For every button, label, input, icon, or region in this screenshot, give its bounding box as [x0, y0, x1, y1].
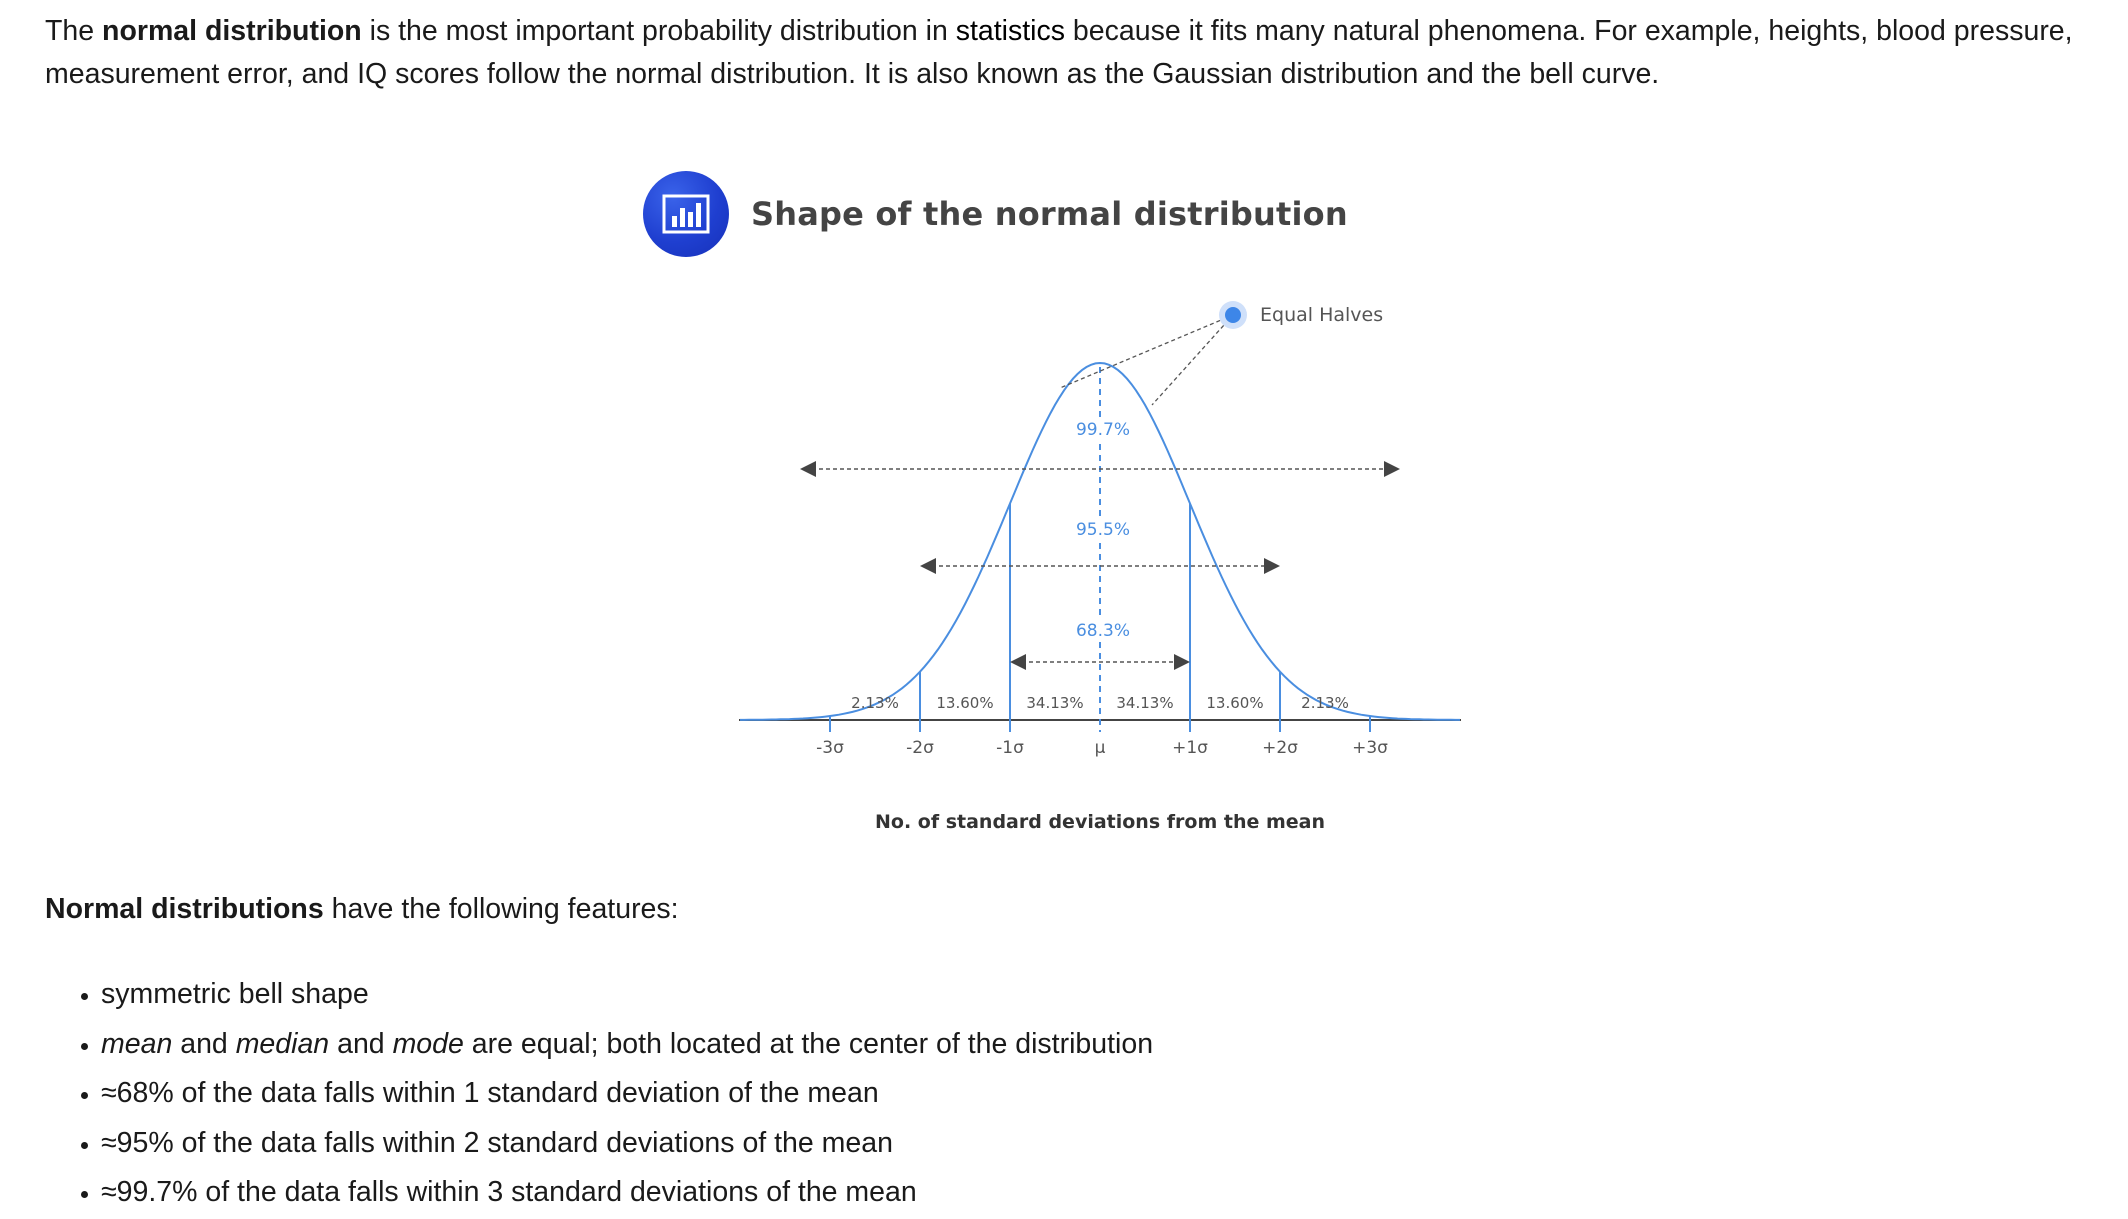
features-heading-bold: Normal distributions — [45, 893, 324, 925]
list-item-text: ≈95% of the data falls within 2 standard… — [101, 1126, 893, 1159]
list-item-text: are equal; both located at the center of… — [463, 1027, 1154, 1060]
term-median: median — [235, 1027, 330, 1060]
x-axis-label: No. of standard deviations from the mean — [875, 811, 1325, 833]
list-item: ≈99.7% of the data falls within 3 standa… — [101, 1168, 1153, 1218]
normal-distribution-chart: 99.7% 95.5% 68.3% 2.13% 13.60% 34.13% 34.13% 13… — [739, 301, 1461, 833]
intro-text: The — [45, 15, 103, 47]
annotation-label: Equal Halves — [1260, 304, 1383, 326]
term-mode: mode — [392, 1027, 464, 1060]
list-item: symmetric bell shape — [101, 970, 1153, 1020]
features-heading-text: have the following features: — [323, 893, 679, 925]
list-item: mean and median and mode are equal; both… — [101, 1020, 1153, 1070]
features-list: symmetric bell shape mean and median and… — [45, 970, 1153, 1218]
range-label-bg — [1072, 418, 1128, 440]
annotation-leader — [1151, 314, 1234, 406]
tick-label: -2σ — [906, 738, 934, 758]
features-heading: Normal distributions have the following … — [45, 893, 679, 926]
band-label: 34.13% — [1116, 694, 1173, 712]
band-label: 2.13% — [1301, 694, 1349, 712]
arrow-left-icon — [1010, 654, 1026, 670]
annotation-leader — [1059, 314, 1234, 389]
arrow-left-icon — [920, 558, 936, 574]
range-label-bg — [1072, 518, 1128, 540]
list-item-text: ≈68% of the data falls within 1 standard… — [101, 1077, 879, 1109]
tick-label: +1σ — [1172, 738, 1208, 758]
statistics-link[interactable]: statistics — [955, 15, 1066, 47]
range-label-bg — [1072, 619, 1128, 641]
list-item-text: and — [329, 1027, 393, 1060]
list-item-text: and — [172, 1027, 236, 1060]
arrow-right-icon — [1174, 654, 1190, 670]
tick-label: +3σ — [1352, 738, 1388, 758]
bar-chart-icon — [643, 171, 729, 257]
list-item-text: symmetric bell shape — [101, 978, 369, 1010]
tick-label: -3σ — [816, 738, 844, 758]
intro-text: is the most important probability distri… — [361, 15, 956, 47]
band-label: 13.60% — [1206, 694, 1263, 712]
range-label: 99.7% — [1076, 420, 1130, 440]
tick-label: +2σ — [1262, 738, 1298, 758]
annotation-dot — [1225, 307, 1241, 323]
bell-curve — [740, 361, 1460, 721]
tick-label: μ — [1095, 738, 1106, 758]
intro-bold-term: normal distribution — [102, 15, 362, 47]
arrow-right-icon — [1384, 461, 1400, 477]
band-label: 34.13% — [1026, 694, 1083, 712]
intro-text: because it fits many natural phenomena. … — [45, 15, 2073, 90]
range-label: 68.3% — [1076, 621, 1130, 641]
band-label: 2.13% — [851, 694, 899, 712]
term-mean: mean — [101, 1027, 173, 1060]
figure-header: Shape of the normal distribution — [643, 171, 1348, 257]
range-label: 95.5% — [1076, 520, 1130, 540]
tick-label: -1σ — [996, 738, 1024, 758]
arrow-right-icon — [1264, 558, 1280, 574]
band-label: 13.60% — [936, 694, 993, 712]
list-item-text: ≈99.7% of the data falls within 3 standa… — [101, 1176, 917, 1208]
list-item: ≈68% of the data falls within 1 standard… — [101, 1069, 1153, 1119]
arrow-left-icon — [800, 461, 816, 477]
intro-paragraph: The normal distribution is the most impo… — [45, 10, 2085, 96]
list-item: ≈95% of the data falls within 2 standard… — [101, 1119, 1153, 1169]
figure-title: Shape of the normal distribution — [751, 195, 1348, 233]
